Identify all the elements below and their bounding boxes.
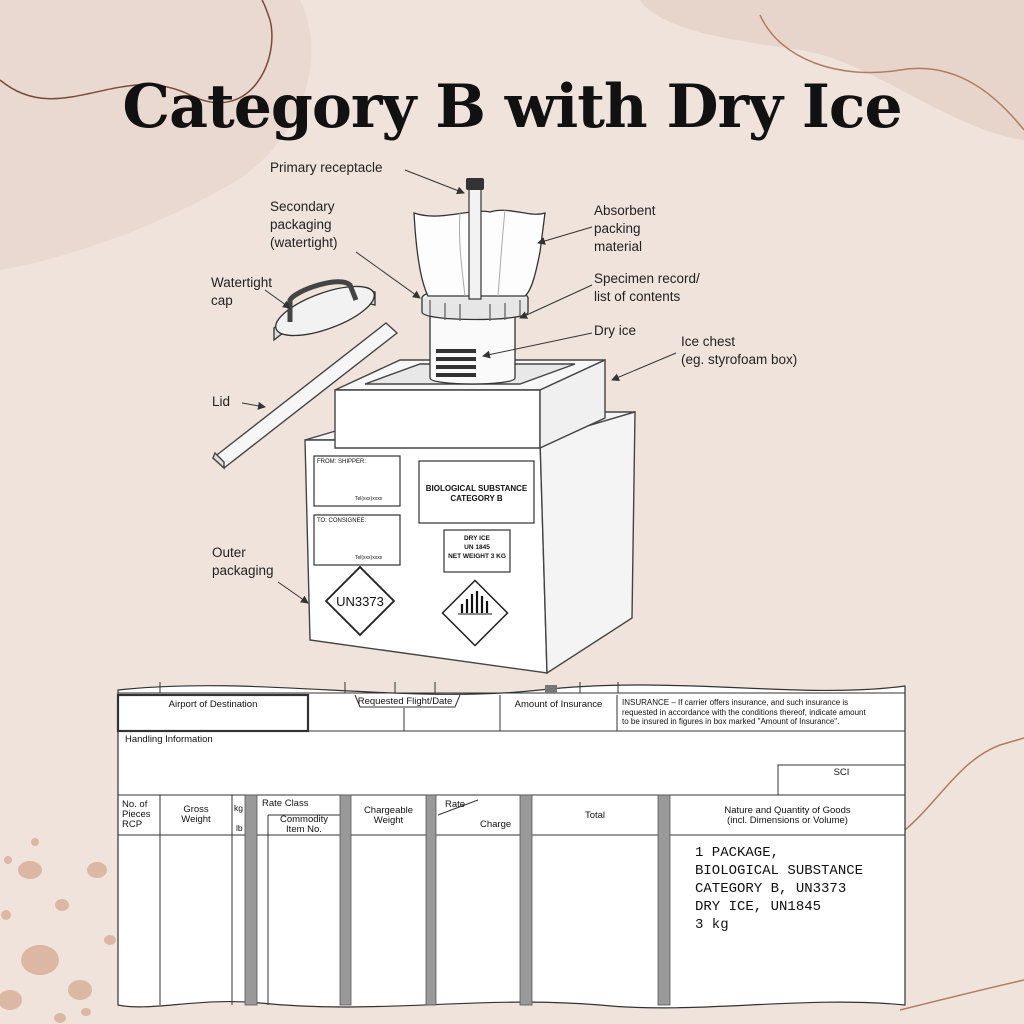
background-blob-top-left: [0, 0, 312, 270]
waybill-col-chargeable-line2: Weight: [373, 815, 404, 826]
waybill-col-commodity: Commodity Item No.: [268, 815, 340, 835]
label-watertight-line2: cap: [211, 293, 233, 308]
label-absorbent-line1: Absorbent: [594, 203, 656, 218]
label-primary-receptacle: Primary receptacle: [270, 160, 383, 175]
background-dots: [0, 838, 116, 1023]
un3373-marking-text: UN3373: [336, 594, 384, 609]
label-secondary-line3: (watertight): [270, 235, 338, 250]
waybill-col-rate: Rate: [445, 799, 466, 810]
waybill-insurance-line2: requested in accordance with the conditi…: [622, 707, 866, 717]
package-to-label: TO: CONSIGNEE:: [317, 518, 367, 524]
watertight-cap: [273, 279, 376, 342]
waybill-col-charge: Charge: [480, 819, 512, 830]
callout-arrows: [241, 169, 677, 604]
package-from-tel: Tel(xxx)xxxx: [355, 496, 383, 502]
waybill-requested-flight-date: Requested Flight/Date: [357, 696, 453, 707]
package-dry-ice-line2: UN 1845: [464, 544, 490, 551]
waybill-col-nature-line1: Nature and Quantity of Goods: [724, 805, 851, 816]
background-blob-top-right: [640, 0, 1024, 140]
waybill-header-shade: [545, 685, 557, 693]
waybill-amount-of-insurance: Amount of Insurance: [514, 699, 603, 710]
page-title: Category B with Dry Ice: [122, 72, 902, 142]
waybill-airport-of-destination: Airport of Destination: [168, 699, 258, 710]
background-curve-line-top: [0, 0, 273, 104]
waybill-col-gross-line1: Gross: [183, 804, 209, 815]
waybill-sci: SCI: [833, 767, 850, 778]
label-ice-chest: Ice chest (eg. styrofoam box): [681, 333, 797, 369]
label-absorbent-material: Absorbent packing material: [594, 202, 656, 256]
label-secondary-line2: packaging: [270, 217, 332, 232]
waybill-col-pieces-line2: Pieces: [122, 809, 151, 820]
class9-hazard-diamond: [441, 579, 509, 647]
waybill-col-nature-line2: (incl. Dimensions or Volume): [727, 815, 848, 826]
package-bio-label: BIOLOGICAL SUBSTANCE CATEGORY B: [419, 484, 534, 504]
label-outer-packaging: Outer packaging: [212, 544, 274, 580]
waybill-col-gross-weight: Gross Weight: [160, 805, 232, 825]
label-watertight-cap: Watertight cap: [211, 274, 272, 310]
background-curve-line-right: [759, 14, 1024, 131]
waybill-col-kg: kg: [234, 803, 243, 813]
package-bio-line2: CATEGORY B: [450, 494, 503, 503]
lid: [211, 322, 399, 470]
waybill-insurance-line1: INSURANCE – If carrier offers insurance,…: [622, 698, 849, 707]
label-absorbent-line2: packing: [594, 221, 641, 236]
waybill-col-chargeable-line1: Chargeable: [363, 805, 414, 816]
waybill-goods-line5: 3 kg: [695, 917, 729, 933]
label-specimen-record: Specimen record/ list of contents: [594, 270, 700, 306]
package-to-tel: Tel(xxx)xxxx: [355, 555, 383, 561]
waybill-goods-line4: DRY ICE, UN1845: [695, 899, 822, 915]
primary-receptacle-tube: [466, 178, 484, 300]
secondary-packaging-canister: [421, 287, 529, 385]
label-specimen-line2: list of contents: [594, 289, 681, 304]
waybill-insurance-line3: to be insured in figures in box marked "…: [622, 717, 840, 726]
waybill-col-pieces-line3: RCP: [122, 819, 143, 830]
label-specimen-line1: Specimen record/: [594, 271, 700, 286]
label-outer-line2: packaging: [212, 563, 274, 578]
waybill-col-total: Total: [584, 810, 606, 821]
waybill-goods-description: 1 PACKAGE, BIOLOGICAL SUBSTANCE CATEGORY…: [695, 844, 863, 934]
waybill-col-lb: lb: [236, 823, 243, 833]
waybill-insurance-note: INSURANCE – If carrier offers insurance,…: [622, 698, 902, 727]
label-lid: Lid: [212, 394, 231, 409]
waybill-col-chargeable-weight: Chargeable Weight: [351, 806, 426, 826]
package-dry-ice-line3: NET WEIGHT 3 KG: [448, 553, 506, 560]
waybill-shaded-columns: [244, 794, 671, 1006]
waybill-col-rate-class: Rate Class: [262, 798, 309, 809]
background-curve-line-bottom: [899, 979, 1024, 1011]
package-label-frames: [313, 455, 535, 573]
waybill-goods-line2: BIOLOGICAL SUBSTANCE: [695, 863, 864, 879]
waybill-col-pieces: No. of Pieces RCP: [122, 800, 160, 830]
package-from-label: FROM: SHIPPER:: [317, 459, 367, 465]
package-dry-ice-label: DRY ICE UN 1845 NET WEIGHT 3 KG: [440, 534, 514, 561]
label-secondary-packaging: Secondary packaging (watertight): [270, 198, 338, 252]
background-curve-line-bottom-right: [904, 737, 1024, 831]
label-absorbent-line3: material: [594, 239, 643, 254]
waybill-goods-line3: CATEGORY B, UN3373: [695, 881, 847, 897]
label-ice-chest-line1: Ice chest: [681, 334, 736, 349]
package-bio-line1: BIOLOGICAL SUBSTANCE: [425, 484, 528, 493]
dry-ice-pellets: [436, 349, 476, 377]
label-secondary-line1: Secondary: [270, 199, 335, 214]
label-watertight-line1: Watertight: [211, 275, 273, 290]
un3373-diamond: [324, 565, 396, 637]
waybill-handling-information: Handling Information: [125, 734, 213, 745]
waybill-col-nature-quantity: Nature and Quantity of Goods (incl. Dime…: [670, 806, 905, 826]
waybill-col-commodity-line1: Commodity: [279, 814, 329, 825]
waybill-paper: [117, 684, 906, 1009]
package-dry-ice-line1: DRY ICE: [463, 535, 490, 542]
label-ice-chest-line2: (eg. styrofoam box): [681, 352, 798, 367]
waybill-col-commodity-line2: Item No.: [286, 824, 322, 835]
waybill-col-pieces-line1: No. of: [122, 799, 148, 810]
label-outer-line1: Outer: [212, 545, 246, 560]
waybill-col-gross-line2: Weight: [181, 814, 211, 825]
waybill-goods-line1: 1 PACKAGE,: [695, 845, 780, 861]
label-dry-ice: Dry ice: [594, 323, 637, 338]
